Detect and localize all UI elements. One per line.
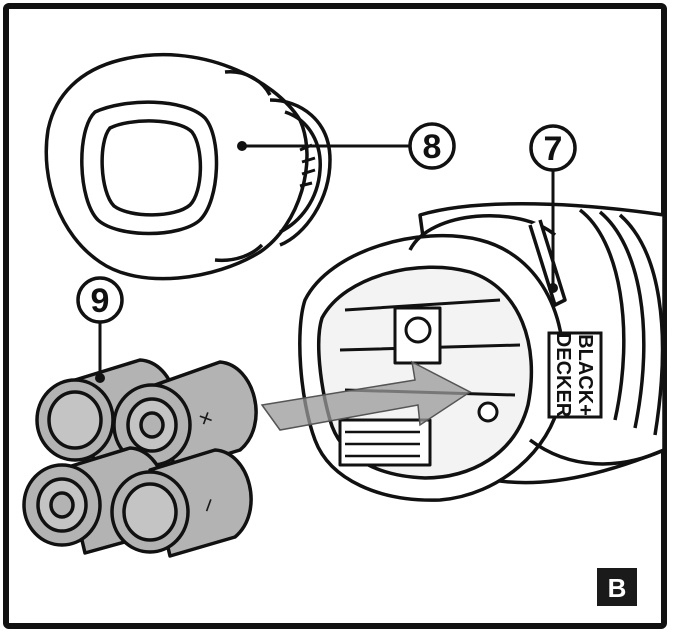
- callout-9-number: 9: [91, 282, 110, 320]
- battery-pack: [22, 358, 258, 558]
- callout-8-number: 8: [423, 128, 442, 166]
- figure-letter: B: [608, 573, 627, 603]
- callout-7: 7: [529, 124, 577, 293]
- callout-8: 8: [237, 122, 456, 170]
- brand-line-1: BLACK+: [574, 334, 596, 416]
- brand-plate: BLACK+ DECKER: [547, 331, 603, 419]
- callout-9: 9: [76, 276, 124, 383]
- plus-symbol: +: [191, 406, 219, 430]
- brand-line-2: DECKER: [552, 333, 574, 418]
- minus-symbol: −: [194, 493, 222, 517]
- end-cap: [44, 52, 332, 281]
- callout-7-number: 7: [544, 130, 563, 168]
- figure-badge: B: [597, 568, 637, 606]
- insert-arrow: [260, 360, 472, 431]
